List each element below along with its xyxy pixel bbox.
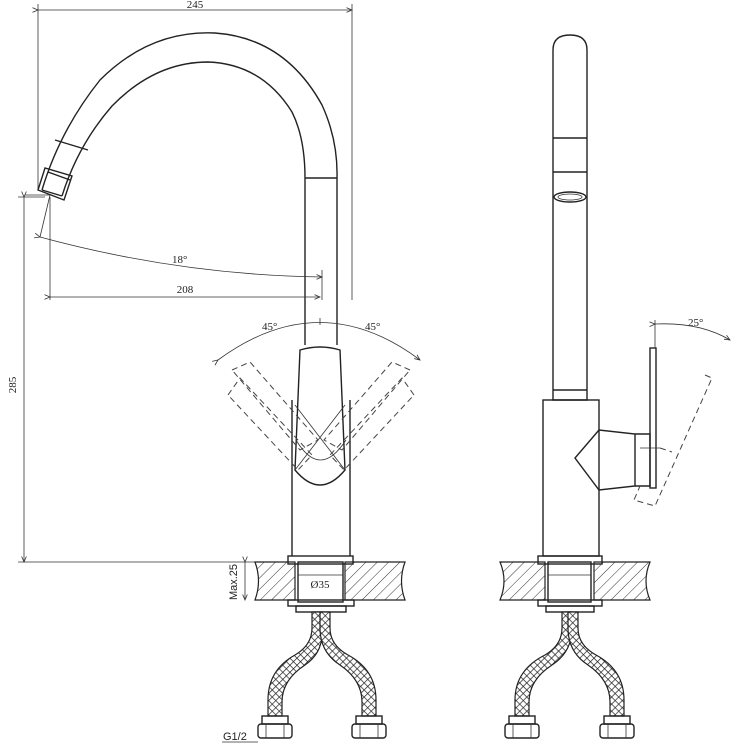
dimension-spout-angle: 18° — [25, 194, 322, 300]
countertop-section: Ø35 — [254, 561, 406, 613]
front-view: 245 — [7, 0, 420, 743]
dimension-label-285: 285 — [7, 376, 19, 393]
side-body — [537, 347, 660, 565]
dimension-height: 285 — [7, 197, 290, 562]
lever-rotation-dashed: 45° 45° — [218, 318, 420, 471]
dimension-reach: 208 — [50, 197, 320, 300]
side-lever-rotation — [633, 374, 713, 507]
side-angle-label: 25° — [688, 317, 703, 329]
dimension-label-245: 245 — [187, 0, 204, 11]
dimension-max-thickness: Max.25 — [228, 562, 245, 600]
lever-angle-left: 45° — [262, 321, 277, 333]
side-hoses — [504, 611, 635, 739]
faucet-body — [287, 177, 354, 565]
dimension-side-angle: 25° — [655, 317, 730, 348]
side-countertop — [499, 561, 651, 613]
angle-label-18: 18° — [172, 254, 187, 266]
hole-diameter-label: Ø35 — [311, 579, 330, 591]
thread-label-group: G1/2 — [222, 731, 258, 743]
side-spout — [552, 34, 588, 401]
dimension-label-208: 208 — [177, 284, 194, 296]
max-thickness-label: Max.25 — [228, 564, 240, 600]
side-view: 25° — [499, 34, 730, 739]
spout — [37, 32, 338, 201]
lever-angle-right: 45° — [365, 321, 380, 333]
dimension-width-top: 245 — [38, 0, 352, 300]
lever-center — [294, 346, 347, 486]
supply-hoses — [257, 611, 387, 739]
thread-label: G1/2 — [223, 731, 247, 743]
